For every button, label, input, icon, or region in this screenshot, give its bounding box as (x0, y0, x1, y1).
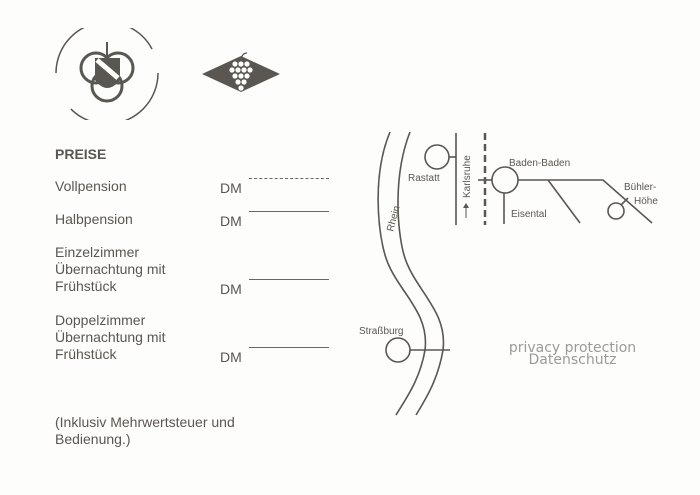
currency-label: DM (220, 213, 242, 229)
label-rhein: Rhein (385, 205, 402, 233)
price-field-vollpension (249, 178, 329, 179)
label-rastatt: Rastatt (408, 173, 440, 184)
label-baden-baden: Baden-Baden (509, 158, 570, 169)
currency-label: DM (220, 349, 242, 365)
price-field-einzelzimmer (249, 279, 329, 280)
price-label-halbpension: Halbpension (55, 211, 133, 227)
label-hoehe: Höhe (634, 196, 658, 207)
currency-label: DM (220, 281, 242, 297)
price-label-doppelzimmer: Doppelzimmer Übernachtung mit Frühstück (55, 312, 166, 362)
price-field-doppelzimmer (249, 347, 329, 348)
prices-heading: PREISE (55, 146, 107, 162)
footnote: (Inklusiv Mehrwertsteuer und Bedienung.) (55, 414, 235, 447)
rhein-right-bank (397, 131, 445, 416)
grape-diamond-icon (202, 52, 280, 92)
label-karlsruhe: Karlsruhe (462, 155, 473, 198)
privacy-watermark: privacy protection Datenschutz (508, 340, 637, 368)
baden-baden-marker (491, 166, 519, 194)
price-label-einzelzimmer: Einzelzimmer Übernachtung mit Frühstück (55, 244, 166, 294)
price-field-halbpension (249, 211, 329, 212)
price-label-vollpension: Vollpension (55, 178, 127, 194)
strassburg-marker (385, 337, 411, 363)
label-buehler: Bühler- (624, 182, 656, 193)
label-strassburg: Straßburg (359, 326, 403, 337)
rastatt-marker (424, 144, 450, 170)
rhein-left-bank (377, 131, 427, 416)
badische-weinstrasse-logo (55, 28, 159, 120)
label-eisental: Eisental (511, 209, 547, 220)
currency-label: DM (220, 180, 242, 196)
buehler-hoehe-marker (607, 202, 625, 220)
